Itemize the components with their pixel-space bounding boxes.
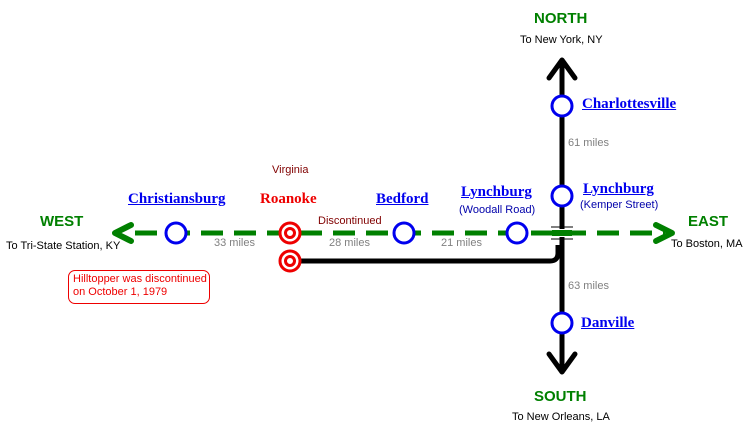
station-marker-christiansburg[interactable]: [164, 221, 188, 245]
roanoke-connector-line: [290, 245, 561, 264]
west-destination: To Tri-State Station, KY: [6, 240, 121, 252]
station-link-charlottesville[interactable]: Charlottesville: [582, 96, 677, 112]
station-link-lynchburg-woodall[interactable]: Lynchburg: [461, 184, 532, 200]
north-arrow-icon: [546, 57, 578, 81]
distance-bedford-lynchburg: 21 miles: [441, 237, 482, 249]
roanoke-terminal-marker-upper: [278, 221, 302, 245]
station-marker-lynchburg-woodall[interactable]: [505, 221, 529, 245]
station-link-bedford[interactable]: Bedford: [376, 191, 429, 207]
discontinued-label: Discontinued: [318, 215, 382, 227]
station-link-christiansburg[interactable]: Christiansburg: [128, 191, 226, 207]
discontinued-note: Hilltopper was discontinued on October 1…: [68, 270, 210, 304]
station-marker-lynchburg-kemper[interactable]: [550, 184, 574, 208]
east-arrow-icon: [653, 222, 675, 244]
north-destination: To New York, NY: [520, 34, 603, 46]
east-destination: To Boston, MA: [671, 238, 743, 250]
south-label: SOUTH: [534, 388, 587, 405]
station-marker-bedford[interactable]: [392, 221, 416, 245]
west-arrow-icon: [112, 222, 134, 244]
station-label-roanoke: Roanoke: [260, 191, 317, 207]
station-sub-lynchburg-woodall: (Woodall Road): [459, 204, 536, 216]
distance-christiansburg-roanoke: 33 miles: [214, 237, 255, 249]
station-link-lynchburg-kemper[interactable]: Lynchburg: [583, 181, 654, 197]
station-marker-charlottesville[interactable]: [550, 94, 574, 118]
distance-roanoke-bedford: 28 miles: [329, 237, 370, 249]
west-label: WEST: [40, 213, 84, 230]
south-arrow-icon: [546, 351, 578, 375]
distance-lynchburg-danville: 63 miles: [568, 280, 609, 292]
roanoke-terminal-marker-lower: [278, 249, 302, 273]
roanoke-state-label: Virginia: [272, 164, 309, 176]
north-label: NORTH: [534, 10, 588, 27]
distance-charlottesville-lynchburg: 61 miles: [568, 137, 609, 149]
station-marker-danville[interactable]: [550, 311, 574, 335]
station-link-danville[interactable]: Danville: [581, 315, 635, 331]
east-label: EAST: [688, 213, 729, 230]
station-sub-lynchburg-kemper: (Kemper Street): [580, 199, 659, 211]
south-destination: To New Orleans, LA: [512, 411, 610, 423]
